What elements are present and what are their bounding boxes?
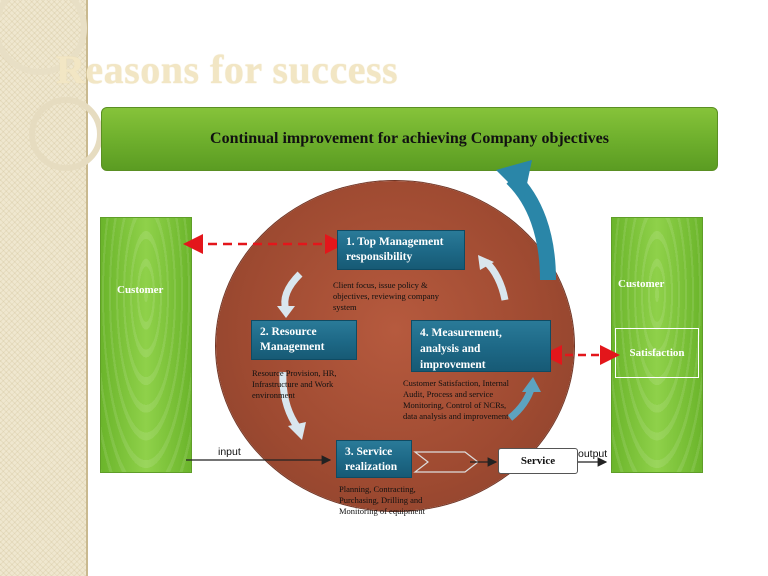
decorative-left-strip	[0, 0, 86, 576]
measurement-desc1: Customer Satisfaction, Internal	[403, 378, 509, 388]
left-customer-box	[100, 217, 192, 473]
measurement-desc: Customer Satisfaction, Internal Audit, P…	[403, 378, 553, 422]
strip-edge-line	[86, 0, 88, 576]
measurement-line3: improvement	[420, 359, 486, 371]
measurement-line2: analysis and	[420, 343, 481, 355]
output-label: output	[578, 448, 608, 460]
service-real-desc2: Purchasing, Drilling and	[339, 495, 423, 505]
service-real-desc3: Monitoring of equipment	[339, 506, 425, 516]
top-management-box: 1. Top Management responsibility	[337, 230, 465, 270]
service-output-label: Service	[520, 455, 556, 467]
top-management-desc2: objectives, reviewing company	[333, 291, 439, 301]
top-management-desc1: Client focus, issue policy &	[333, 280, 428, 290]
resource-desc: Resource Provision, HR, Infrastructure a…	[252, 368, 362, 401]
service-real-line1: 3. Service	[345, 446, 393, 458]
resource-line2: Management	[260, 341, 325, 353]
measurement-desc3: Monitoring, Control of NCRs,	[403, 400, 507, 410]
measurement-desc4: data analysis and improvement	[403, 411, 509, 421]
service-real-desc1: Planning, Contracting,	[339, 484, 416, 494]
measurement-box: 4. Measurement, analysis and improvement	[411, 320, 551, 372]
left-customer-label: Customer	[117, 284, 164, 296]
top-management-desc3: system	[333, 302, 357, 312]
resource-desc2: Infrastructure and Work	[252, 379, 334, 389]
measurement-desc2: Audit, Process and service	[403, 389, 494, 399]
resource-desc3: environment	[252, 390, 295, 400]
objective-banner: Continual improvement for achieving Comp…	[101, 107, 718, 171]
measurement-line1: 4. Measurement,	[420, 327, 502, 339]
service-realization-desc: Planning, Contracting, Purchasing, Drill…	[339, 484, 469, 517]
service-output-box: Service	[498, 448, 578, 474]
resource-line1: 2. Resource	[260, 326, 317, 338]
satisfaction-label: Satisfaction	[629, 347, 685, 359]
resource-desc1: Resource Provision, HR,	[252, 368, 337, 378]
right-customer-label: Customer	[618, 278, 665, 290]
top-management-desc: Client focus, issue policy & objectives,…	[333, 280, 473, 313]
page-title: Reasons for success	[56, 47, 399, 92]
right-customer-box	[611, 217, 703, 473]
input-label: input	[218, 446, 241, 458]
resource-management-box: 2. Resource Management	[251, 320, 357, 360]
banner-text: Continual improvement for achieving Comp…	[210, 130, 609, 147]
service-real-line2: realization	[345, 461, 398, 473]
service-realization-box: 3. Service realization	[336, 440, 412, 478]
top-management-line1: 1. Top Management	[346, 236, 444, 248]
top-management-line2: responsibility	[346, 251, 413, 263]
